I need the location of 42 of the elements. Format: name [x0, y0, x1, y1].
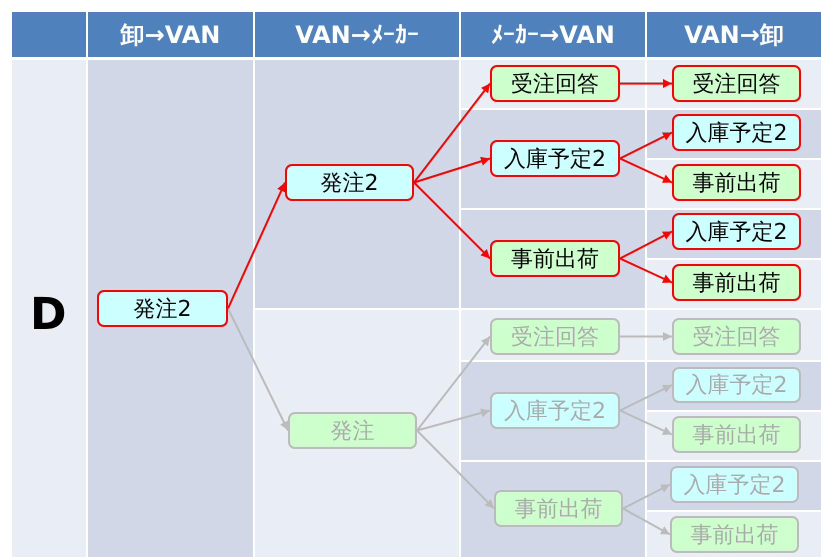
arrow [620, 79, 672, 88]
arrow [413, 182, 491, 260]
row-label: D [30, 290, 67, 340]
process-box: 受注回答 [672, 318, 801, 355]
arrow [227, 308, 289, 431]
process-box: 事前出荷 [490, 240, 620, 277]
arrow [622, 484, 670, 510]
process-box: 入庫予定2 [672, 114, 801, 151]
process-box: 事前出荷 [670, 516, 799, 553]
process-box: 入庫予定2 [490, 140, 620, 177]
arrow [416, 430, 495, 510]
arrow [620, 132, 672, 160]
process-box: 入庫予定2 [670, 466, 799, 503]
process-box: 発注2 [285, 164, 414, 201]
arrow [413, 82, 491, 184]
arrow [620, 158, 672, 184]
column-header: 卸→VAN [88, 12, 253, 57]
arrow [622, 508, 670, 536]
arrow [227, 182, 286, 309]
arrow [620, 332, 672, 341]
process-box: 発注2 [97, 290, 228, 327]
process-box: 受注回答 [672, 65, 801, 102]
process-box: 事前出荷 [494, 490, 623, 527]
arrow [414, 156, 490, 184]
process-box: 事前出荷 [672, 164, 801, 201]
arrow [416, 336, 491, 432]
arrow [620, 230, 672, 260]
column-header: VAN→卸 [647, 12, 821, 57]
column-header: VAN→ﾒｰｶｰ [255, 12, 459, 57]
process-box: 受注回答 [490, 65, 620, 102]
column-header: ﾒｰｶｰ→VAN [461, 12, 645, 57]
process-box: 入庫予定2 [672, 213, 801, 250]
arrow [620, 384, 672, 412]
process-box: 受注回答 [490, 318, 620, 355]
arrow [620, 410, 672, 436]
process-box: 事前出荷 [672, 416, 801, 453]
process-box: 入庫予定2 [672, 367, 801, 403]
process-box: 事前出荷 [672, 264, 801, 301]
process-box: 発注 [288, 412, 417, 449]
arrow [416, 408, 490, 432]
arrow [620, 258, 672, 284]
process-box: 入庫予定2 [490, 392, 620, 429]
